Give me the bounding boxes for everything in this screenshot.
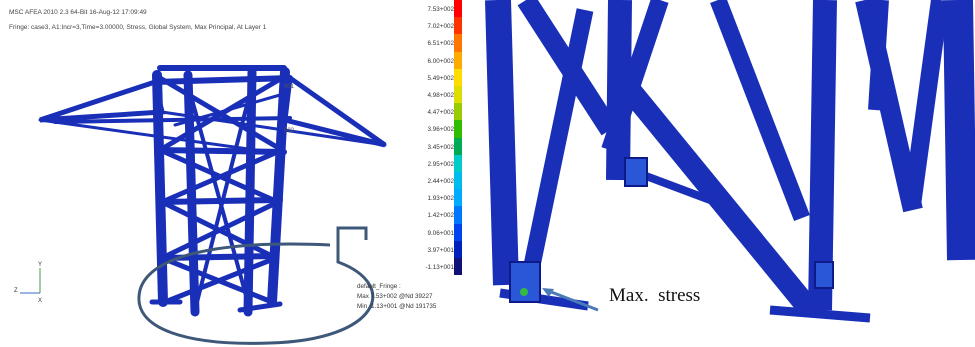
legend-tick-label: 4.98+002	[427, 92, 454, 99]
legend-tick-label: 4.47+002	[427, 109, 454, 117]
legend-color-swatch	[454, 258, 462, 276]
fem-model-view-panel: MSC AFEA 2010 2.3 64-Bit 16-Aug-12 17:09…	[0, 0, 470, 347]
zoomed-detail-panel	[470, 0, 975, 347]
tower-model-graphic: Y Z X 001 002	[14, 65, 387, 345]
legend-color-swatch	[454, 137, 462, 155]
y-axis-label: Y	[38, 262, 42, 268]
title-info-line: MSC AFEA 2010 2.3 64-Bit 16-Aug-12 17:09…	[9, 9, 147, 16]
legend-tick-label: 1.93+002	[427, 195, 454, 203]
legend-tick-label: 7.02+002	[427, 23, 454, 31]
legend-color-swatch	[454, 240, 462, 258]
legend-color-swatch	[454, 223, 462, 241]
legend-tick-label: 3.97+001	[427, 246, 454, 254]
arrow-head	[542, 288, 554, 297]
arrow-line	[545, 288, 599, 312]
x-axis-label: X	[38, 298, 42, 304]
legend-color-swatch	[454, 120, 462, 138]
legend-tick-label: 2.44+002	[427, 178, 454, 185]
fringe-color-legend: 7.53+002 7.02+002 6.51+002 6.00+002 5.49+002…	[396, 0, 470, 300]
legend-color-swatch	[454, 189, 462, 207]
legend-color-swatch	[454, 154, 462, 172]
legend-color-swatch	[454, 103, 462, 121]
legend-color-swatch	[454, 172, 462, 190]
max-stress-caption: Max. stress	[609, 285, 701, 306]
legend-tick-label: 6.00+002	[427, 57, 454, 65]
legend-tick-label: 6.51+002	[427, 40, 454, 48]
legend-tick-label: -1.13+001	[425, 264, 454, 271]
legend-color-swatch	[454, 68, 462, 86]
legend-tick-label: 2.95+002	[427, 160, 454, 168]
hot-spot-joint	[509, 261, 541, 303]
legend-tick-label: 5.49+002	[427, 74, 454, 82]
min-stress-info: Min -1.13+001 @Nd 191735	[357, 303, 437, 310]
highlight-callout-outline	[137, 226, 375, 345]
legend-color-swatch	[454, 206, 462, 224]
node-label: 001	[284, 84, 295, 90]
max-stress-marker	[520, 288, 528, 296]
legend-color-swatch	[454, 51, 462, 69]
legend-tick-label: 1.42+002	[427, 212, 454, 220]
fringe-info: default_Fringe :	[357, 283, 401, 290]
fringe-info-line: Fringe: case3, A1:Incr=3,Time=3.00000, S…	[9, 24, 267, 31]
zoomed-structure-graphic	[485, 0, 975, 323]
legend-tick-label: 3.96+002	[427, 126, 454, 134]
legend-color-swatch	[454, 17, 462, 35]
legend-tick-label: 9.06+001	[427, 229, 454, 237]
max-stress-info: Max 7.53+002 @Nd 39227	[357, 293, 433, 300]
z-axis-label: Z	[14, 288, 18, 294]
node-label: 002	[284, 128, 295, 134]
legend-tick-label: 3.45+002	[427, 143, 454, 151]
axis-triad	[20, 268, 41, 294]
legend-color-swatch	[454, 86, 462, 104]
legend-color-swatch	[454, 34, 462, 52]
legend-tick-label: 7.53+002	[427, 6, 454, 13]
legend-color-swatch	[454, 0, 462, 18]
